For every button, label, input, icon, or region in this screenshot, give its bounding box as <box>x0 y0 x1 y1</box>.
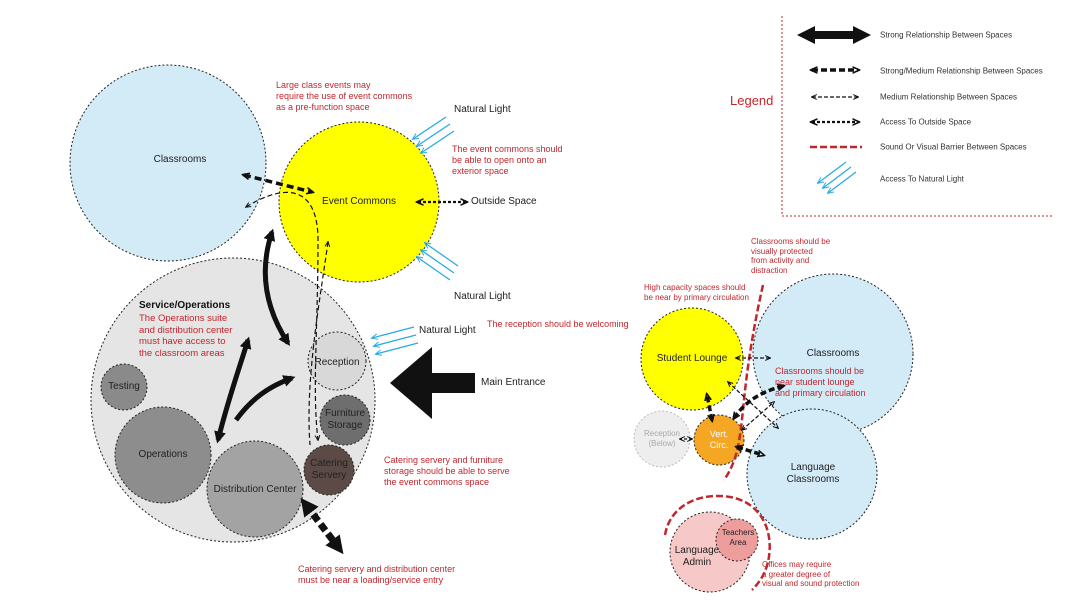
loading-entry-arrow <box>300 497 344 555</box>
distribution-center-label: Distribution Center <box>213 484 297 495</box>
catering-note: Catering servery and furniture storage s… <box>384 455 510 487</box>
reception-note: The reception should be welcoming <box>487 319 629 329</box>
loading-note: Catering servery and distribution center… <box>298 564 456 585</box>
admin-barrier-line <box>663 494 771 591</box>
event-commons-label: Event Commons <box>322 196 396 207</box>
vert-lounge-arrow <box>707 395 712 420</box>
right-classrooms-label: Classrooms <box>806 348 860 359</box>
service-operations-note: The Operations suite and distribution ce… <box>139 313 233 359</box>
main-entrance-label: Main Entrance <box>481 377 546 388</box>
language-classrooms-label: Language Classrooms <box>786 462 840 485</box>
furniture-storage-label: Furniture Storage <box>324 408 366 431</box>
teachers-area-label: Teachers Area <box>721 528 755 547</box>
main-entrance-arrow <box>390 347 475 419</box>
reception-label: Reception <box>314 357 360 368</box>
legend-label-barrier: Sound Or Visual Barrier Between Spaces <box>880 142 1027 152</box>
legend-label-natural-light: Access To Natural Light <box>880 174 964 184</box>
visual-protection-note: Classrooms should be visually protected … <box>751 237 831 275</box>
operations-label: Operations <box>138 449 188 460</box>
catering-servery-label: Catering Servery <box>310 458 348 481</box>
testing-label: Testing <box>108 381 140 392</box>
legend-title: Legend <box>730 93 774 108</box>
high-capacity-note: High capacity spaces should be near by p… <box>644 283 749 302</box>
natural-light-bottom-icon <box>417 243 459 281</box>
operations-circle <box>114 406 212 504</box>
vert-language-arrow <box>737 447 763 455</box>
natural-light-top-label: Natural Light <box>454 104 511 115</box>
natural-light-bottom-label: Natural Light <box>454 291 511 302</box>
event-distribution-arrow <box>308 242 328 446</box>
natural-light-reception-label: Natural Light <box>419 325 476 336</box>
service-classrooms-arrow-3 <box>233 375 296 422</box>
vert-circ-label: Vert. Circ. <box>709 429 729 450</box>
outside-space-label: Outside Space <box>471 196 537 207</box>
student-lounge-label: Student Lounge <box>656 353 728 364</box>
reception-below-label: Reception (Below) <box>643 429 681 448</box>
classrooms-catering-arrow <box>246 191 318 440</box>
classrooms-event-arrow <box>244 175 312 192</box>
large-class-note: Large class events may require the use o… <box>276 80 413 112</box>
legend-label-medium: Medium Relationship Between Spaces <box>880 92 1017 102</box>
natural-light-reception-icon <box>372 326 419 354</box>
language-classrooms-circle <box>746 408 878 540</box>
service-classrooms-arrow-1 <box>262 228 291 347</box>
service-classrooms-arrow-2 <box>214 336 252 444</box>
legend-frame <box>781 16 1052 217</box>
testing-circle <box>100 363 148 411</box>
service-operations-title: Service/Operations <box>139 300 231 311</box>
catering-servery-circle <box>303 444 355 496</box>
classrooms-circle <box>69 64 267 262</box>
legend-label-outside: Access To Outside Space <box>880 117 972 127</box>
event-open-note: The event commons should be able to open… <box>452 144 563 176</box>
offices-note: Offices may require a greater degree of … <box>762 560 860 588</box>
right-classrooms-note: Classrooms should be near student lounge… <box>775 366 866 398</box>
reception-circle <box>307 331 367 391</box>
legend-natural-light-icon <box>818 161 857 193</box>
vert-classrooms-arrow <box>734 386 783 418</box>
natural-light-top-icon <box>413 116 455 153</box>
legend-label-strong: Strong Relationship Between Spaces <box>880 30 1013 40</box>
language-admin-label: Language Admin <box>674 545 720 568</box>
vert-language-dashed-arrow <box>742 402 774 430</box>
furniture-storage-circle <box>319 394 371 446</box>
legend-label-strong-medium: Strong/Medium Relationship Between Space… <box>880 66 1043 76</box>
teachers-area-circle <box>715 518 759 562</box>
classrooms-label: Classrooms <box>153 154 207 165</box>
